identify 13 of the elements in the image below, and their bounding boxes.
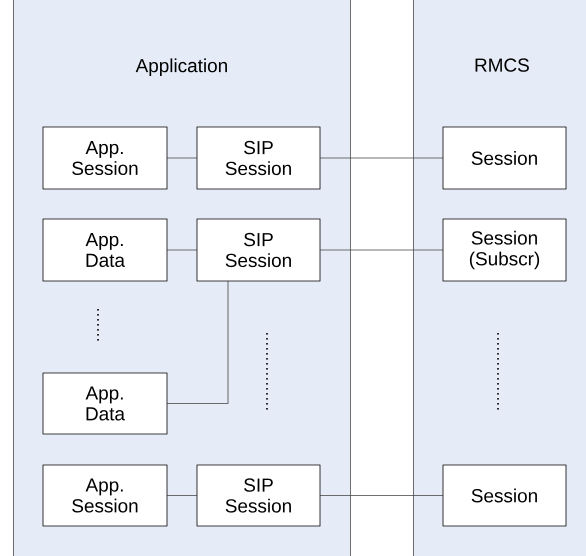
process-box: SIP Session [196,126,320,190]
process-box: App. Session [42,464,168,526]
process-box: SIP Session [196,218,320,282]
process-box: Session (Subscr) [442,218,566,282]
connector-line [167,281,228,404]
connector-line [167,495,197,496]
process-box: App. Data [42,372,168,434]
process-box: Session [442,126,566,190]
process-box: SIP Session [196,464,320,526]
connector-line [320,495,443,496]
process-box: Session [442,464,566,526]
process-box: App. Session [42,126,168,190]
process-box: App. Data [42,218,168,282]
